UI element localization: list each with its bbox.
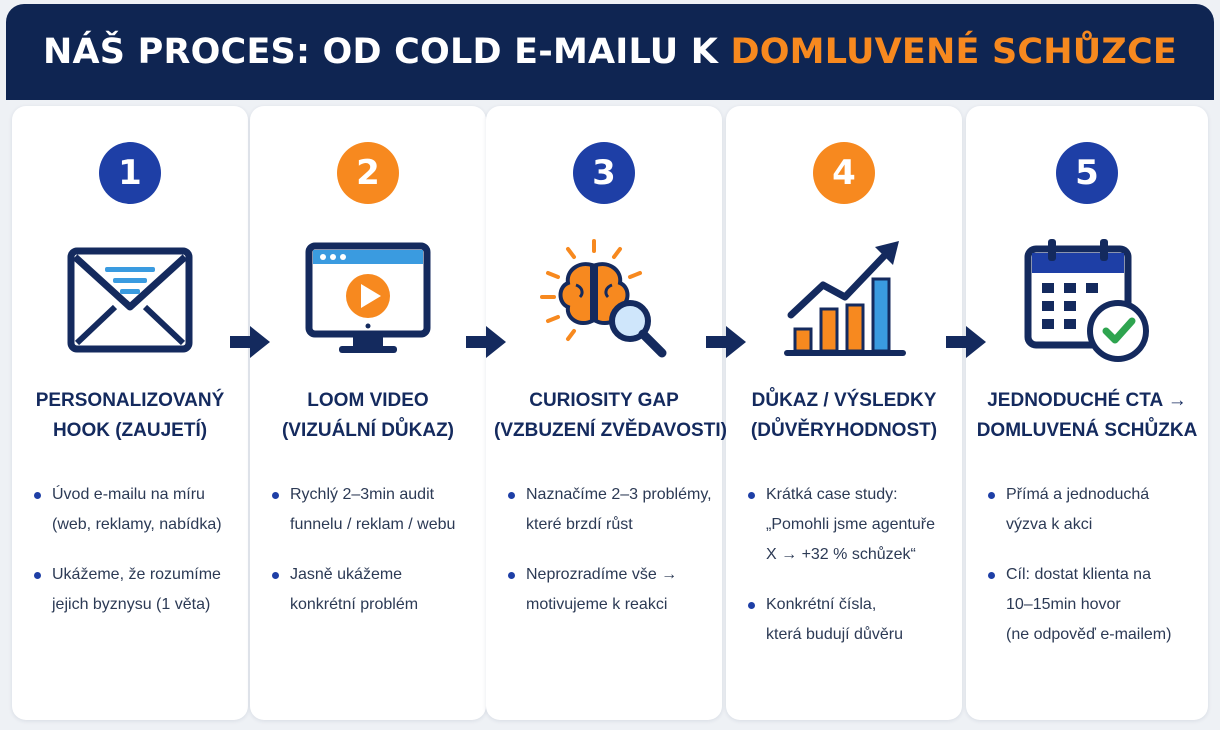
arrow-right-icon [466,326,506,358]
step-title: PERSONALIZOVANÝ HOOK (ZAUJETÍ) [35,390,225,441]
arrow-right-icon [230,326,270,358]
title-main: NÁŠ PROCES: OD COLD E-MAILU K [43,32,719,72]
growth-chart-icon [769,230,919,370]
step-card-5: 5 JEDNODUCHÉ CTA → DOMLUVENÁ SCHŮZKA Pří… [966,106,1208,720]
bullet-item: Úvod e-mailu na míru(web, reklamy, nabíd… [30,480,240,540]
calendar-check-icon [1012,230,1162,370]
step-card-2: 2 LOOM VIDEO (VIZUÁLNÍ DŮKAZ) Rychlý 2–3… [250,106,486,720]
step-title: DŮKAZ / VÝSLEDKY (DŮVĚRYHODNOST) [750,390,938,441]
brain-magnifier-icon [529,230,679,370]
step-title: CURIOSITY GAP (VZBUZENÍ ZVĚDAVOSTI) [494,390,727,441]
step-number-badge: 2 [337,142,399,204]
step-title: JEDNODUCHÉ CTA → DOMLUVENÁ SCHŮZKA [976,390,1198,441]
step-card-3: 3 CURIOSITY G [486,106,727,720]
bullet-item: Konkrétní čísla,která budují důvěru [744,590,954,650]
step-bullet-list: Naznačíme 2–3 problémy,které brzdí růst … [504,480,714,640]
bullet-item: Krátká case study:„Pomohli jsme agentuře… [744,480,954,570]
header-banner: NÁŠ PROCES: OD COLD E-MAILU K DOMLUVENÉ … [6,4,1214,100]
video-monitor-icon [293,230,443,370]
step-number-badge: 3 [573,142,635,204]
page-title: NÁŠ PROCES: OD COLD E-MAILU K DOMLUVENÉ … [43,32,1177,72]
step-number-badge: 4 [813,142,875,204]
envelope-icon [55,230,205,370]
step-bullet-list: Krátká case study:„Pomohli jsme agentuře… [744,480,954,670]
step-number-badge: 1 [99,142,161,204]
step-card-1: 1 PERSONALIZOVANÝ HOOK (ZAUJETÍ) Úvod e-… [12,106,248,720]
step-card-4: 4 DŮKAZ / VÝSLEDKY (DŮVĚRYHODNOST) Krátk… [726,106,962,720]
step-title: LOOM VIDEO (VIZUÁLNÍ DŮKAZ) [281,390,455,441]
arrow-right-icon [706,326,746,358]
step-number-badge: 5 [1056,142,1118,204]
arrow-right-icon [946,326,986,358]
bullet-item: Neprozradíme vše →motivujeme k reakci [504,560,714,620]
step-bullet-list: Úvod e-mailu na míru(web, reklamy, nabíd… [30,480,240,640]
title-accent: DOMLUVENÉ SCHŮZCE [730,32,1177,72]
bullet-item: Naznačíme 2–3 problémy,které brzdí růst [504,480,714,540]
